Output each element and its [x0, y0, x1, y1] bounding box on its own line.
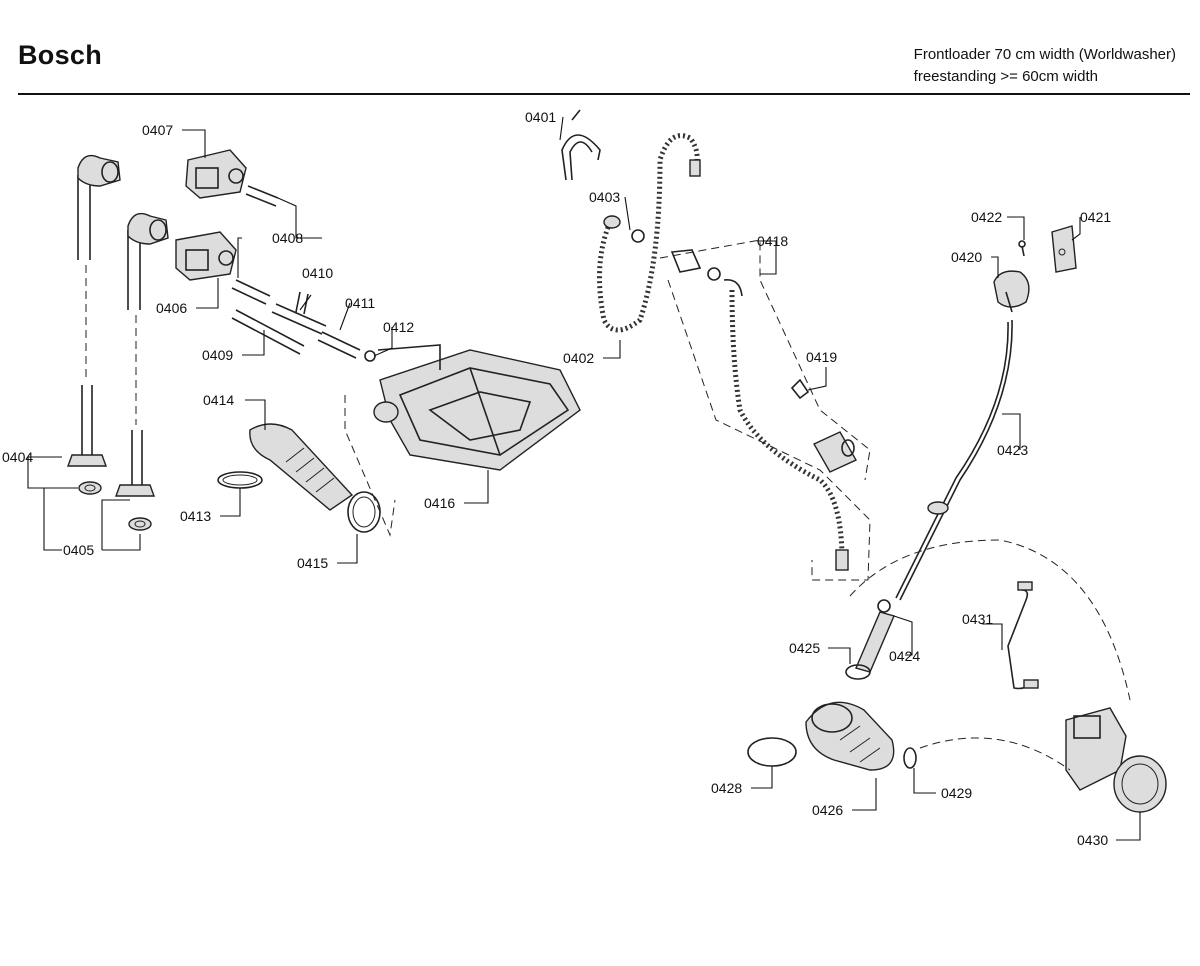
wire-harness-0431-drawing	[1007, 581, 1039, 690]
dispenser-housing-0416-drawing	[344, 344, 581, 537]
callout-0420: 0420	[951, 249, 982, 265]
callout-0429: 0429	[941, 785, 972, 801]
callout-0414: 0414	[203, 392, 234, 408]
inlet-pipe-0405-drawing	[115, 212, 169, 531]
clamp-0425-drawing	[845, 664, 871, 680]
hose-guide-0401-drawing	[561, 109, 601, 181]
connector-0418b-drawing	[813, 431, 857, 473]
callout-0423: 0423	[997, 442, 1028, 458]
callout-0405: 0405	[63, 542, 94, 558]
valve-0406-drawing	[175, 231, 237, 281]
callout-0431: 0431	[962, 611, 993, 627]
inlet-hose-0402-drawing	[597, 133, 701, 333]
leader-lines	[27, 116, 1141, 841]
clip-0419-drawing	[790, 378, 810, 400]
callout-0406: 0406	[156, 300, 187, 316]
clamp-0403-drawing	[631, 229, 645, 243]
callout-0430: 0430	[1077, 832, 1108, 848]
brand-title: Bosch	[18, 40, 103, 70]
inlet-pipe-0404-drawing	[67, 154, 121, 495]
callout-0402: 0402	[563, 350, 594, 366]
sump-hose-0426-drawing	[805, 701, 895, 771]
model-line-2: freestanding >= 60cm width	[913, 68, 1098, 85]
pressure-switch-0420-drawing	[993, 270, 1030, 313]
model-description: Frontloader 70 cm width (Worldwasher) fr…	[914, 44, 1176, 88]
pressure-tube-0423-drawing	[895, 319, 1013, 601]
hose-0410-drawing	[271, 291, 327, 335]
bracket-0421-drawing	[1051, 225, 1077, 273]
callout-0401: 0401	[525, 109, 556, 125]
callout-0411: 0411	[345, 295, 375, 311]
drain-hose-0418-drawing	[659, 239, 871, 581]
callout-0415: 0415	[297, 555, 328, 571]
callout-0407: 0407	[142, 122, 173, 138]
drain-pump-0430-drawing	[1065, 707, 1167, 813]
screw-0422-drawing	[1018, 240, 1026, 257]
clamp-0413-drawing	[217, 471, 263, 489]
callout-0416: 0416	[424, 495, 455, 511]
callout-0419: 0419	[806, 349, 837, 365]
callout-0422: 0422	[971, 209, 1002, 225]
hose-0409-drawing	[231, 309, 305, 355]
clamp-0415-drawing	[347, 491, 381, 533]
valve-0407-drawing	[185, 149, 247, 199]
callout-0424: 0424	[889, 648, 920, 664]
callout-0409: 0409	[202, 347, 233, 363]
callout-0418: 0418	[757, 233, 788, 249]
hose-0408-drawing	[231, 185, 279, 305]
callout-0412: 0412	[383, 319, 414, 335]
hose-0411-drawing	[317, 331, 376, 362]
gasket-0428-drawing	[747, 737, 797, 767]
callout-0403: 0403	[589, 189, 620, 205]
bellows-hose-0414-drawing	[249, 423, 354, 511]
callout-0404: 0404	[2, 449, 33, 465]
callout-0408: 0408	[272, 230, 303, 246]
callout-0413: 0413	[180, 508, 211, 524]
callout-0421: 0421	[1080, 209, 1111, 225]
clamp-0429-drawing	[903, 747, 917, 769]
model-line-1: Frontloader 70 cm width (Worldwasher)	[913, 46, 1176, 63]
callout-0410: 0410	[302, 265, 333, 281]
header-divider	[18, 93, 1190, 95]
callout-0428: 0428	[711, 780, 742, 796]
callout-labels: 0407 0401 0403 0408 0406 0410 0411 0412 …	[2, 109, 1111, 848]
connection-path-sump	[919, 737, 1071, 771]
callout-0426: 0426	[812, 802, 843, 818]
callout-0425: 0425	[789, 640, 820, 656]
